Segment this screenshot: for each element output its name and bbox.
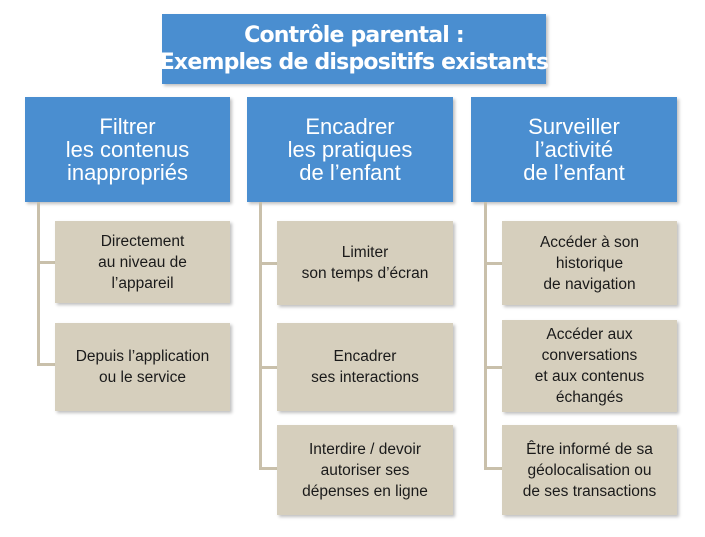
item-line: géolocalisation ou [527, 461, 652, 479]
connector-vertical [259, 202, 262, 470]
item-line: ou le service [98, 369, 186, 386]
column-header-encadrer: Encadrer les pratiques de l’enfant [247, 97, 453, 202]
header-line: Surveiller [528, 114, 620, 139]
title-line-2: Exemples de dispositifs existants [159, 50, 549, 75]
item-line: échangés [555, 389, 624, 406]
header-line: Filtrer [99, 114, 156, 139]
column-header-filtrer: Filtrer les contenus inappropriés [25, 97, 230, 202]
item-line: ses interactions [311, 369, 419, 386]
item-directement-appareil: Directement au niveau de l’appareil [55, 221, 230, 303]
item-temps-ecran: Limiter son temps d’écran [277, 221, 453, 305]
connector-horizontal [37, 261, 55, 264]
item-line: son temps d’écran [301, 265, 429, 282]
item-depenses: Interdire / devoir autoriser ses dépense… [277, 425, 453, 515]
connector-horizontal [484, 467, 502, 470]
column-header-surveiller: Surveiller l’activité de l’enfant [471, 97, 677, 202]
item-line: historique [555, 254, 624, 272]
header-line: inappropriés [66, 160, 189, 185]
connector-vertical [37, 202, 40, 364]
item-geolocalisation: Être informé de sa géolocalisation ou de… [502, 425, 677, 515]
item-conversations: Accéder aux conversations et aux contenu… [502, 320, 677, 412]
header-line: de l’enfant [523, 160, 625, 185]
item-line: conversations [541, 347, 638, 364]
item-line: de ses transactions [522, 482, 657, 500]
connector-horizontal [484, 366, 502, 369]
diagram-title: Contrôle parental : Exemples de disposit… [159, 14, 549, 84]
item-line: Limiter [341, 244, 389, 261]
item-application-service: Depuis l’application ou le service [55, 323, 230, 411]
item-line: Depuis l’application [75, 348, 210, 365]
connector-horizontal [259, 467, 277, 470]
item-historique-navigation: Accéder à son historique de navigation [502, 221, 677, 305]
header-line: de l’enfant [299, 160, 401, 185]
connector-vertical [484, 202, 487, 470]
item-line: Accéder à son [539, 233, 640, 251]
connector-horizontal [259, 262, 277, 265]
item-line: Être informé de sa [526, 440, 653, 458]
item-interactions: Encadrer ses interactions [277, 323, 453, 411]
item-line: Directement [100, 232, 185, 250]
item-line: de navigation [543, 275, 636, 293]
item-line: au niveau de [98, 253, 187, 271]
connector-horizontal [484, 262, 502, 265]
item-line: autoriser ses [320, 461, 410, 479]
connector-horizontal [259, 366, 277, 369]
header-line: les pratiques [287, 137, 413, 162]
item-line: Interdire / devoir [309, 440, 421, 458]
item-line: Accéder aux [546, 326, 633, 343]
item-line: dépenses en ligne [302, 482, 428, 500]
connector-horizontal [37, 363, 55, 366]
item-line: Encadrer [333, 348, 397, 365]
header-line: les contenus [65, 137, 190, 162]
header-line: l’activité [534, 137, 614, 162]
title-line-1: Contrôle parental : [244, 23, 465, 48]
header-line: Encadrer [305, 114, 395, 139]
item-line: l’appareil [111, 274, 174, 292]
item-line: et aux contenus [534, 368, 645, 385]
